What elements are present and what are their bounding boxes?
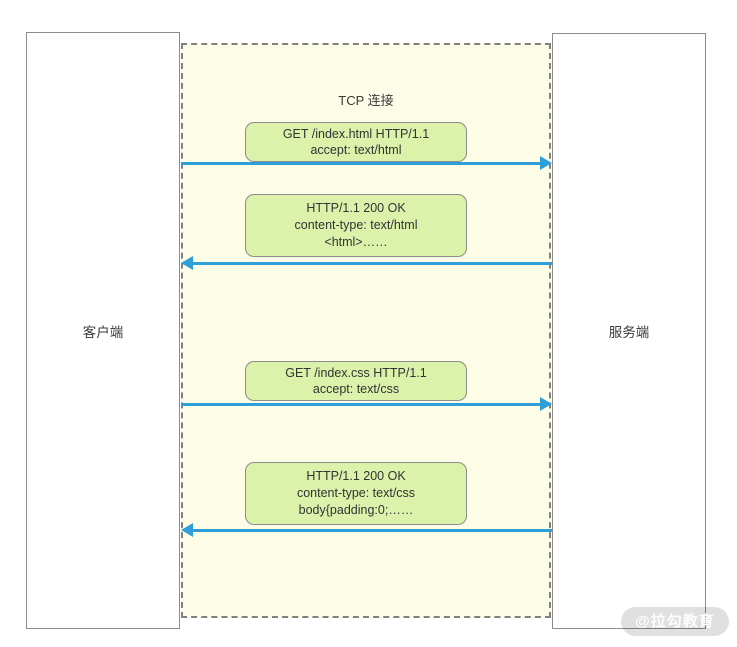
message-line: <html>…… (324, 235, 388, 249)
watermark-badge: @拉勾教育 (621, 607, 729, 636)
message-response-html: HTTP/1.1 200 OK content-type: text/html … (245, 194, 467, 257)
arrow-left-icon (181, 256, 193, 270)
response-css-arrow (181, 523, 552, 537)
arrow-right-icon (540, 397, 552, 411)
server-label: 服务端 (608, 325, 650, 340)
message-line: accept: text/html (310, 143, 402, 157)
arrow-left-icon (181, 523, 193, 537)
client-box: 客户端 (26, 32, 180, 629)
response-html-arrow (181, 256, 552, 270)
message-line: content-type: text/html (294, 218, 418, 232)
tcp-connection-title: TCP 连接 (338, 93, 394, 108)
message-request-css: GET /index.css HTTP/1.1 accept: text/css (245, 361, 467, 401)
arrow-line (192, 528, 552, 532)
message-line: content-type: text/css (296, 486, 416, 500)
request-html-arrow (181, 156, 552, 170)
message-line: GET /index.css HTTP/1.1 (285, 366, 427, 380)
message-response-css: HTTP/1.1 200 OK content-type: text/css b… (245, 462, 467, 525)
client-label: 客户端 (82, 324, 124, 340)
arrow-right-icon (540, 156, 552, 170)
arrow-line (192, 261, 552, 265)
message-request-html: GET /index.html HTTP/1.1 accept: text/ht… (245, 122, 467, 162)
message-line: GET /index.html HTTP/1.1 (282, 127, 430, 141)
message-line: accept: text/css (312, 382, 400, 396)
message-line: HTTP/1.1 200 OK (306, 201, 406, 215)
message-line: HTTP/1.1 200 OK (306, 469, 406, 483)
request-css-arrow (181, 397, 552, 411)
arrow-line (181, 402, 541, 406)
server-box: 服务端 (552, 33, 706, 629)
message-line: body{padding:0;…… (298, 503, 414, 517)
arrow-line (181, 161, 541, 165)
